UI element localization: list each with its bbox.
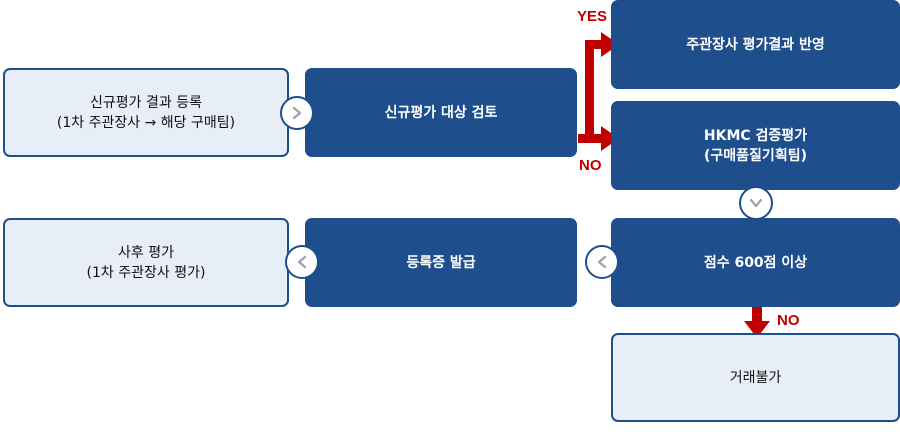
chevron-down-connector	[739, 186, 773, 220]
registration-box: 신규평가 결과 등록 (1차 주관장사 → 해당 구매팀)	[3, 68, 289, 157]
no-arrow-shaft	[578, 134, 603, 143]
reflect-line1: 주관장사 평가결과 반영	[686, 36, 825, 53]
chevron-left-icon	[297, 255, 307, 269]
chevron-right-icon	[292, 106, 302, 120]
score-box: 점수 600점 이상	[611, 218, 900, 307]
reject-line1: 거래불가	[729, 369, 782, 386]
issue-box: 등록증 발급	[305, 218, 577, 307]
chevron-down-icon	[749, 198, 763, 208]
hkmc-box: HKMC 검증평가 (구매품질기획팀)	[611, 101, 900, 190]
chevron-right-connector	[280, 96, 314, 130]
review-line1: 신규평가 대상 검토	[384, 104, 498, 121]
score-line1: 점수 600점 이상	[703, 254, 808, 271]
yes-arrow-head	[601, 32, 619, 57]
registration-line2: (1차 주관장사 → 해당 구매팀)	[56, 114, 236, 131]
reject-arrow-shaft	[752, 306, 762, 323]
yes-label: YES	[577, 8, 608, 25]
registration-line1: 신규평가 결과 등록	[90, 94, 202, 111]
issue-line1: 등록증 발급	[406, 254, 476, 271]
post-eval-box: 사후 평가 (1차 주관장사 평가)	[3, 218, 289, 307]
hkmc-line2: (구매품질기획팀)	[704, 147, 807, 164]
yes-no-spine	[585, 40, 594, 143]
post-eval-line2: (1차 주관장사 평가)	[86, 264, 206, 281]
no-arrow-head	[601, 126, 619, 151]
no-label-bottom: NO	[777, 312, 800, 329]
chevron-left-connector-1	[585, 245, 619, 279]
chevron-left-icon	[597, 255, 607, 269]
chevron-left-connector-2	[285, 245, 319, 279]
reject-box: 거래불가	[611, 333, 900, 422]
post-eval-line1: 사후 평가	[118, 244, 174, 261]
review-box: 신규평가 대상 검토	[305, 68, 577, 157]
reject-arrow-head	[744, 321, 770, 338]
hkmc-line1: HKMC 검증평가	[703, 127, 808, 144]
reflect-box: 주관장사 평가결과 반영	[611, 0, 900, 89]
no-label-top: NO	[579, 157, 602, 174]
yes-arrow-shaft	[585, 40, 603, 49]
